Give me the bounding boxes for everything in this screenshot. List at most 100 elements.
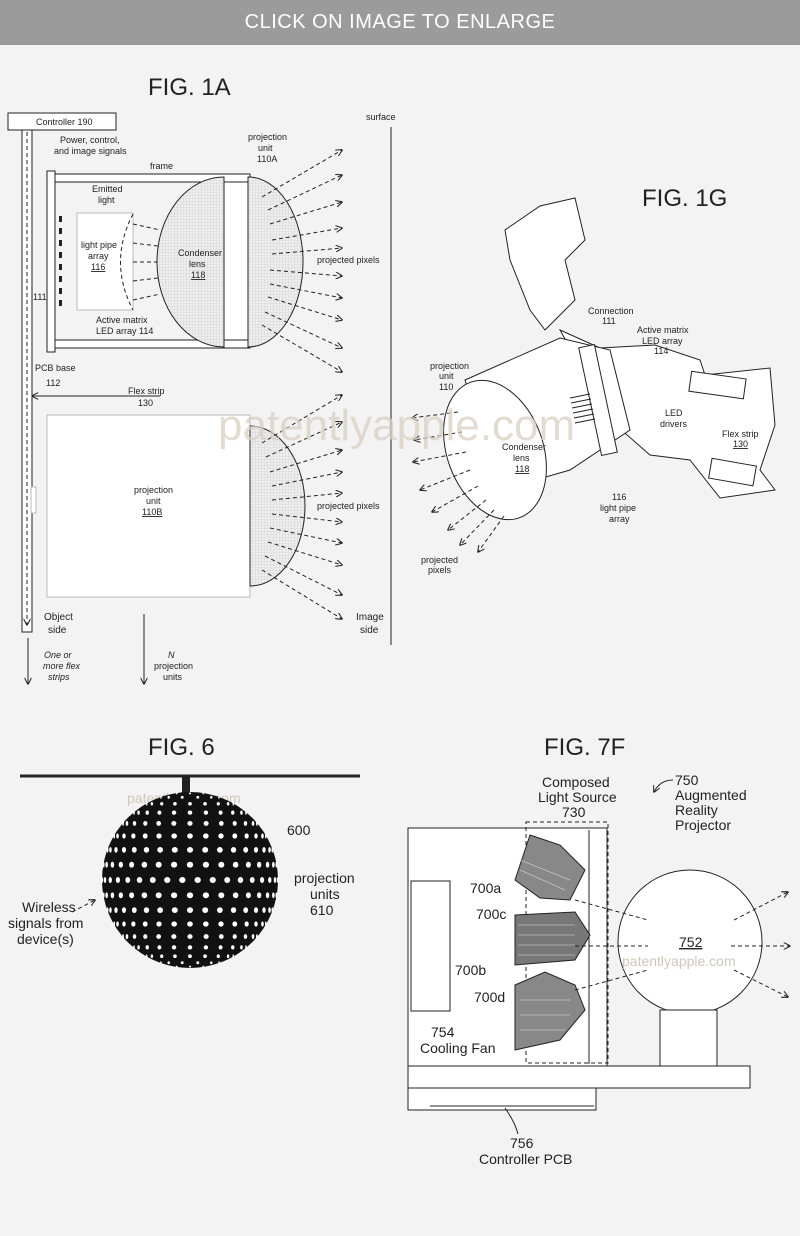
projection-unit-dot [118, 892, 123, 899]
projection-unit-dot [245, 810, 247, 815]
projection-unit-dot [121, 907, 127, 913]
fan-label: 754 [431, 1024, 455, 1040]
projection-unit-dot [173, 801, 177, 806]
projection-unit-dot [125, 877, 131, 883]
projection-unit-dot [232, 861, 239, 868]
watermark: patentlyapple.com [622, 953, 736, 969]
projection-unit-dot [101, 877, 104, 883]
projection-unit-dot [257, 892, 262, 899]
light-pipe-label: array [88, 251, 109, 261]
projection-unit-dot [273, 877, 277, 883]
lens-ref-label: 752 [679, 934, 703, 950]
projection-unit-dot [196, 961, 200, 965]
flex-strip-label: Flex strip [722, 429, 759, 439]
projection-unit-dot [268, 847, 271, 853]
led-array-label: LED array 114 [96, 326, 153, 336]
object-side-label: side [48, 625, 67, 636]
projection-unit-dot [203, 934, 209, 940]
projector-label: 750 [675, 772, 699, 788]
led-array-label: Active matrix [637, 325, 689, 335]
condenser-label: Condenser [502, 442, 546, 452]
projection-unit-dot [105, 892, 108, 899]
projection-unit-dot [202, 965, 205, 968]
projection-unit-dot [171, 820, 177, 826]
projection-unit-dot [157, 847, 164, 853]
pcb-base-label: 112 [46, 378, 60, 388]
projection-unit-dot [149, 877, 156, 883]
projection-unit-dot [271, 847, 274, 853]
projection-unit-dot [218, 892, 225, 899]
module-700d [514, 971, 586, 1051]
n-units-label: units [163, 672, 183, 682]
projection-unit-dot [272, 892, 275, 899]
projection-unit-dot [116, 833, 119, 839]
projection-unit-dot [202, 861, 210, 868]
projection-unit-dot [108, 877, 112, 883]
projection-unit-dot [218, 795, 220, 799]
projection-unit-dot [188, 801, 192, 806]
module-label: 700c [476, 906, 506, 922]
flex-strip-label: Flex strip [128, 386, 165, 396]
projection-unit-dot [109, 907, 112, 913]
projection-unit-dot [122, 934, 124, 940]
projection-unit-dot [106, 907, 109, 913]
projection-unit-dot [131, 847, 137, 853]
fig-7f: FIG. 7F Composed Light Source 730 750 Au… [407, 734, 790, 1167]
projection-unit-dot [150, 801, 154, 806]
projection-unit-dot [257, 861, 262, 868]
fig-6-title: FIG. 6 [148, 734, 215, 761]
unit-110-label: unit [439, 371, 454, 381]
fig-6: FIG. 6 patentlyapple.com 600 projection … [8, 734, 360, 968]
projection-unit-dot [268, 907, 271, 913]
projection-unit-dot [256, 934, 258, 940]
projection-unit-dot [125, 934, 129, 940]
projection-unit-dot [240, 810, 243, 815]
connection-label: 111 [33, 292, 47, 302]
enlarge-banner[interactable]: CLICK ON IMAGE TO ENLARGE [0, 0, 800, 45]
projection-unit-dot [216, 847, 223, 853]
unit-a-label: 110A [257, 154, 277, 164]
projection-unit-dot [271, 907, 274, 913]
lens-barrel [223, 181, 249, 341]
projection-unit-dot [240, 945, 243, 950]
projection-unit-dot [202, 907, 209, 913]
fig-1g: FIG. 1G Connection 111 Active matrix LED… [412, 185, 776, 575]
cooling-fan [410, 880, 451, 1012]
projection-unit-dot [142, 833, 148, 839]
projection-unit-dot [136, 877, 143, 883]
pcb-housing [407, 1087, 597, 1111]
module-label: 700d [474, 989, 505, 1005]
projection-unit-dot [187, 934, 193, 940]
projection-unit-dot [203, 833, 209, 839]
projection-unit-dot [143, 847, 150, 853]
projection-unit-dot [188, 965, 192, 968]
projection-unit-dot [262, 847, 266, 853]
projection-unit-dot [110, 892, 115, 899]
projected-rays-1g [412, 411, 505, 552]
projector-arrow [654, 779, 674, 792]
projection-unit-dot [187, 820, 193, 826]
wireless-label: device(s) [17, 931, 74, 947]
projection-unit-dot [245, 945, 247, 950]
projection-unit-dot [170, 861, 178, 868]
fig-1g-title: FIG. 1G [642, 185, 727, 212]
sphere-ref-label: 600 [287, 822, 311, 838]
projection-unit-dot [175, 792, 178, 795]
projection-unit-dot [102, 861, 105, 868]
projection-unit-dot [243, 907, 249, 913]
projection-unit-dot [196, 795, 200, 799]
projection-unit-dot [186, 861, 194, 868]
projection-unit-dot [261, 921, 264, 927]
signals-label: and image signals [54, 146, 127, 156]
condenser-label: lens [513, 453, 530, 463]
projection-unit-dot [137, 810, 140, 815]
unit-b-label: 110B [142, 507, 162, 517]
led-board [578, 343, 618, 457]
projection-unit-dot [264, 921, 267, 927]
condenser-label: 118 [515, 464, 529, 474]
projected-pixels-label: projected [421, 555, 458, 565]
upper-flex-strip [504, 197, 586, 331]
projection-unit-dot [113, 833, 116, 839]
light-pipe-label: 116 [612, 492, 626, 502]
